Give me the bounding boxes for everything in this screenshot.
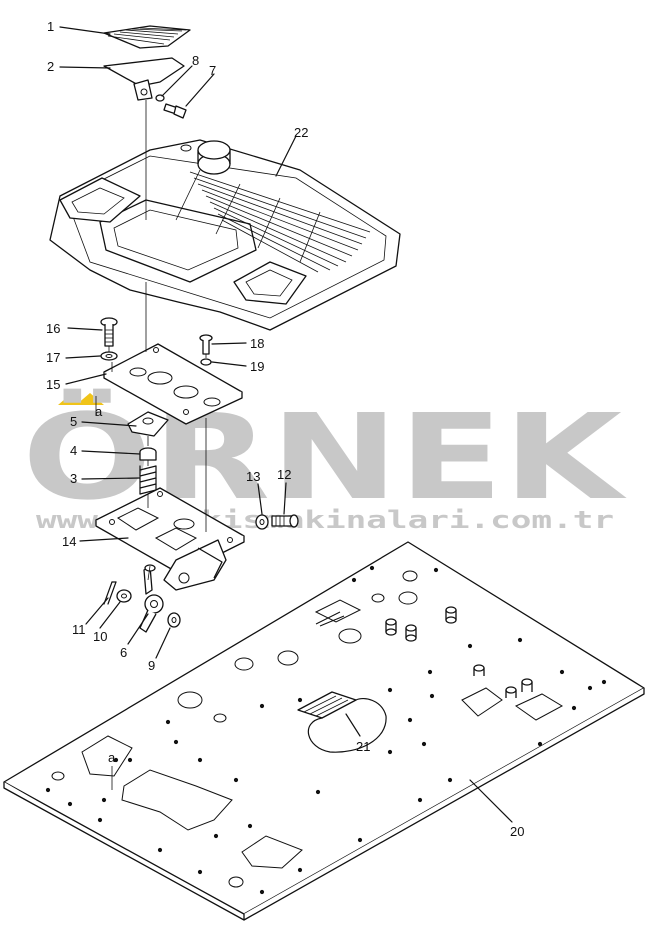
callout-13: 13: [246, 469, 260, 484]
callout-18: 18: [250, 336, 264, 351]
watermark-accent-mark: [58, 393, 104, 405]
callout-leaders: [59, 26, 513, 823]
part-18-bolt: [199, 334, 213, 355]
callout-15: 15: [46, 377, 60, 392]
callout-10: 10: [93, 629, 107, 644]
part-2-pedal-bracket: [103, 57, 185, 101]
callout-2: 2: [47, 59, 54, 74]
part-10-washer: [116, 589, 132, 603]
part-9-nut: [167, 612, 181, 628]
callout-22: 22: [294, 125, 308, 140]
reference-lines: [95, 100, 207, 790]
part-21-clip: [297, 691, 387, 753]
callout-9: 9: [148, 658, 155, 673]
detail-ref-lower: a: [108, 750, 116, 765]
callout-11: 11: [72, 622, 86, 637]
part-12-bolt: [271, 514, 299, 528]
callout-20: 20: [510, 824, 524, 839]
part-15-cover-plate: [103, 343, 243, 425]
part-7-bolt: [163, 103, 187, 119]
part-5-boot: [127, 411, 169, 437]
callout-8: 8: [192, 53, 199, 68]
callouts: 1 2 3 4 5 6 7 8 9 10 11 12 13 14 15 16 1…: [46, 19, 524, 839]
part-6-rod-end: [139, 564, 164, 633]
callout-12: 12: [277, 467, 291, 482]
callout-4: 4: [70, 443, 77, 458]
callout-19: 19: [250, 359, 264, 374]
part-17-washer: [100, 351, 118, 361]
callout-5: 5: [70, 414, 77, 429]
part-1-pedal-pad: [103, 25, 191, 49]
callout-17: 17: [46, 350, 60, 365]
detail-ref-upper: a: [95, 404, 103, 419]
callout-21: 21: [356, 739, 370, 754]
part-19-washer: [200, 358, 212, 366]
watermark-brand: ÖRNEK: [22, 388, 628, 526]
callout-7: 7: [209, 63, 216, 78]
callout-3: 3: [70, 471, 77, 486]
part-20-floor-plate: [3, 541, 645, 921]
part-16-bolt: [100, 317, 118, 347]
part-13-nut: [255, 514, 269, 530]
callout-16: 16: [46, 321, 60, 336]
part-14-mount-plate: [95, 487, 245, 591]
part-4-nut: [139, 447, 157, 461]
callout-6: 6: [120, 645, 127, 660]
callout-14: 14: [62, 534, 76, 549]
callout-1: 1: [47, 19, 54, 34]
part-22-floor-mat: [49, 139, 401, 331]
